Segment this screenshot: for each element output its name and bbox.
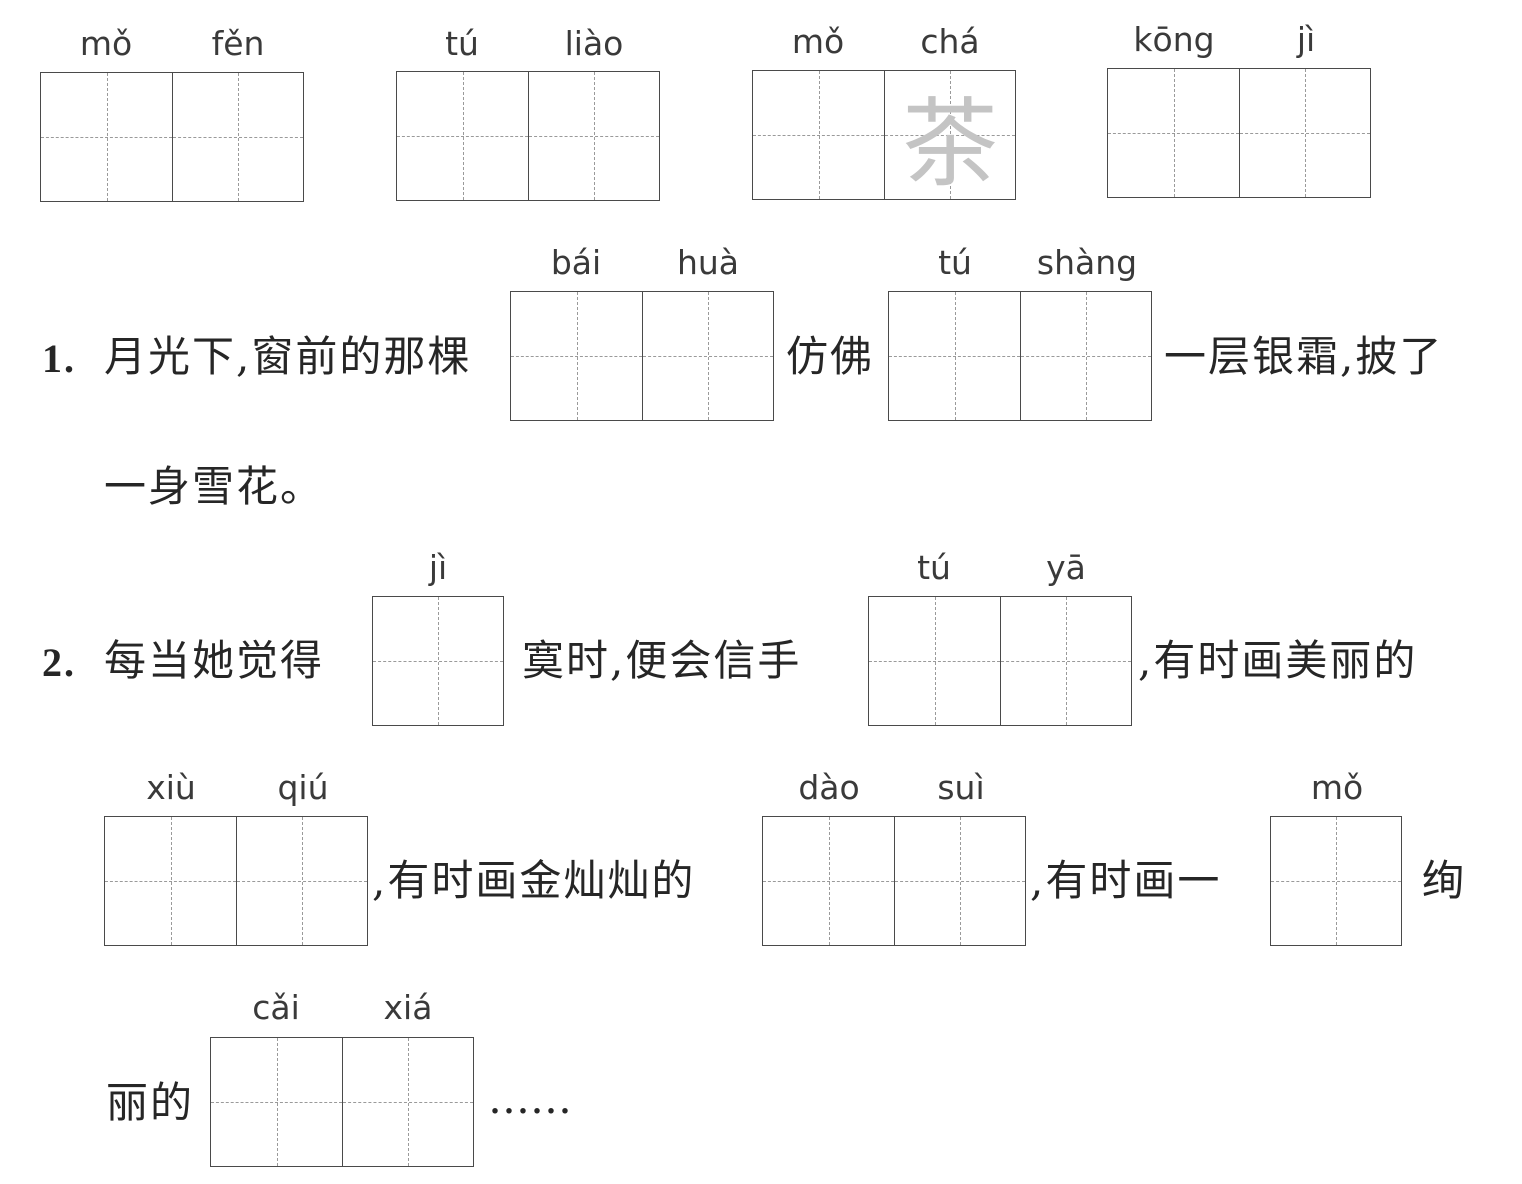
writing-cell[interactable]: [172, 73, 303, 201]
writing-cell[interactable]: [1239, 69, 1370, 197]
sentence-text: 一身雪花。: [104, 462, 325, 511]
writing-cell[interactable]: [397, 72, 528, 200]
writing-grid-mofen[interactable]: [40, 72, 304, 202]
writing-cell[interactable]: [763, 817, 894, 945]
pinyin-label: tú: [445, 24, 479, 63]
writing-grid-mocha[interactable]: 茶: [752, 70, 1016, 200]
pinyin-label: mǒ: [79, 24, 133, 63]
sentence-text: 寞时,便会信手: [522, 636, 802, 685]
pinyin-label: liào: [564, 24, 624, 63]
writing-cell[interactable]: [642, 292, 773, 420]
answer-grid-xiuqiu[interactable]: [104, 816, 368, 946]
pinyin-label: yā: [1046, 548, 1086, 587]
pinyin-label: suì: [937, 768, 985, 807]
sentence-text: 月光下,窗前的那棵: [104, 332, 472, 381]
writing-cell-prefilled[interactable]: 茶: [884, 71, 1015, 200]
writing-cell[interactable]: [342, 1038, 473, 1166]
prefilled-character: 茶: [902, 87, 998, 200]
question-number: 2.: [42, 640, 76, 685]
pinyin-label: bái: [550, 243, 602, 282]
pinyin-label: mǒ: [791, 22, 845, 61]
writing-cell[interactable]: [211, 1038, 342, 1166]
sentence-text: 一层银霜,披了: [1164, 332, 1444, 381]
sentence-text: 仿佛: [786, 332, 875, 381]
writing-cell[interactable]: [236, 817, 367, 945]
pinyin-label: shàng: [1036, 243, 1138, 282]
pinyin-label: xiù: [146, 768, 196, 807]
answer-grid-baihua[interactable]: [510, 291, 774, 421]
writing-grid-kongji[interactable]: [1107, 68, 1371, 198]
writing-cell[interactable]: [511, 292, 642, 420]
sentence-text: ,有时画金灿灿的: [372, 856, 696, 905]
writing-cell[interactable]: [1108, 69, 1239, 197]
answer-grid-tushang[interactable]: [888, 291, 1152, 421]
answer-grid-ji[interactable]: [372, 596, 504, 726]
pinyin-label: fěn: [211, 24, 265, 63]
writing-cell[interactable]: [528, 72, 659, 200]
sentence-text: 绚: [1422, 856, 1467, 905]
sentence-text: 每当她觉得: [104, 636, 325, 685]
writing-cell[interactable]: [889, 292, 1020, 420]
sentence-text: ,有时画一: [1030, 856, 1222, 905]
pinyin-label: chá: [920, 22, 980, 61]
pinyin-label: mǒ: [1310, 768, 1364, 807]
pinyin-label: cǎi: [252, 988, 300, 1027]
pinyin-label: tú: [938, 243, 972, 282]
pinyin-label: kōng: [1133, 20, 1215, 59]
answer-grid-tuya[interactable]: [868, 596, 1132, 726]
writing-cell[interactable]: [753, 71, 884, 199]
writing-cell[interactable]: [1020, 292, 1151, 420]
question-number: 1.: [42, 336, 76, 381]
answer-grid-daosui[interactable]: [762, 816, 1026, 946]
answer-grid-caixia[interactable]: [210, 1037, 474, 1167]
pinyin-label: jì: [1296, 20, 1316, 59]
pinyin-label: jì: [428, 548, 448, 587]
writing-cell[interactable]: [1000, 597, 1131, 725]
answer-grid-mo[interactable]: [1270, 816, 1402, 946]
sentence-text: ,有时画美丽的: [1138, 636, 1418, 685]
writing-cell[interactable]: [894, 817, 1025, 945]
writing-cell[interactable]: [373, 597, 503, 725]
writing-cell[interactable]: [41, 73, 172, 201]
sentence-text: 丽的: [106, 1078, 195, 1127]
writing-cell[interactable]: [1271, 817, 1401, 945]
writing-cell[interactable]: [105, 817, 236, 945]
ellipsis-text: ……: [488, 1074, 572, 1123]
pinyin-label: dào: [798, 768, 860, 807]
writing-grid-tuliao[interactable]: [396, 71, 660, 201]
writing-cell[interactable]: [869, 597, 1000, 725]
pinyin-label: huà: [676, 243, 740, 282]
pinyin-label: qiú: [277, 768, 329, 807]
pinyin-label: tú: [917, 548, 951, 587]
pinyin-label: xiá: [383, 988, 433, 1027]
